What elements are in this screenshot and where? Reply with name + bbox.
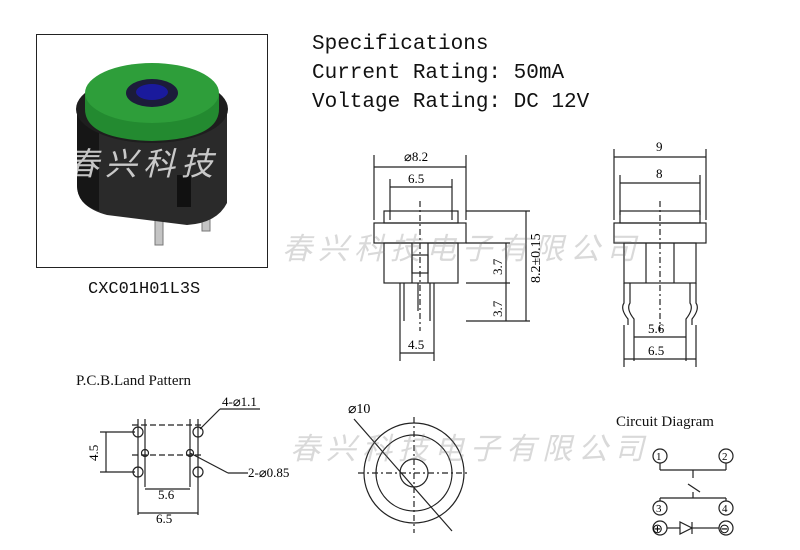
side-dim-pin-outer: 6.5 (648, 343, 664, 358)
pcb-dim-vertical: 4.5 (86, 445, 101, 461)
front-dim-outer: ⌀8.2 (404, 149, 428, 164)
voltage-rating: Voltage Rating: DC 12V (312, 91, 590, 114)
circuit-pin-4: 4 (722, 503, 728, 515)
top-view-drawing: ⌀10 (348, 402, 470, 533)
front-dim-cap: 6.5 (408, 171, 424, 186)
pcb-hole-large: 4-⌀1.1 (222, 395, 257, 409)
watermark-middle: 春兴科技电子有限公司 (282, 232, 642, 267)
pcb-dim-outer: 6.5 (156, 511, 172, 526)
specs-title: Specifications (312, 33, 489, 56)
switch-photo (76, 63, 228, 246)
circuit-diagram: 1 2 3 4 ⊕ ⊖ (652, 448, 734, 536)
front-view-drawing: ⌀8.2 6.5 8.2±0.15 3.7 3.7 4.5 (373, 149, 544, 361)
product-photo: 春兴科技 (36, 34, 268, 268)
front-dim-lower: 3.7 (490, 300, 505, 317)
watermark-bottom: 春兴科技电子有限公司 (290, 432, 650, 467)
photo-watermark: 春兴科技 (67, 145, 220, 183)
circuit-plus: ⊕ (652, 521, 663, 536)
front-dim-upper: 3.7 (490, 258, 505, 275)
pcb-hole-small: 2-⌀0.85 (248, 465, 289, 480)
side-dim-outer: 9 (656, 139, 663, 154)
pcb-title: P.C.B.Land Pattern (76, 373, 191, 389)
circuit-title: Circuit Diagram (616, 414, 714, 430)
part-number: CXC01H01L3S (88, 280, 201, 299)
pcb-land-pattern: 4.5 5.6 6.5 4-⌀1.1 2-⌀0.85 (86, 395, 289, 526)
front-dim-pin: 4.5 (408, 337, 424, 352)
circuit-minus: ⊖ (719, 521, 730, 536)
current-rating: Current Rating: 50mA (312, 62, 565, 85)
top-dim-diameter: ⌀10 (348, 402, 370, 417)
side-dim-pin-inner: 5.6 (648, 321, 665, 336)
circuit-pin-3: 3 (656, 503, 662, 515)
side-dim-inner: 8 (656, 166, 663, 181)
pcb-dim-inner: 5.6 (158, 487, 175, 502)
front-dim-height: 8.2±0.15 (529, 233, 544, 283)
side-view-drawing: 9 8 5.6 6.5 (613, 139, 707, 367)
circuit-pin-1: 1 (656, 451, 662, 463)
circuit-pin-2: 2 (722, 451, 728, 463)
